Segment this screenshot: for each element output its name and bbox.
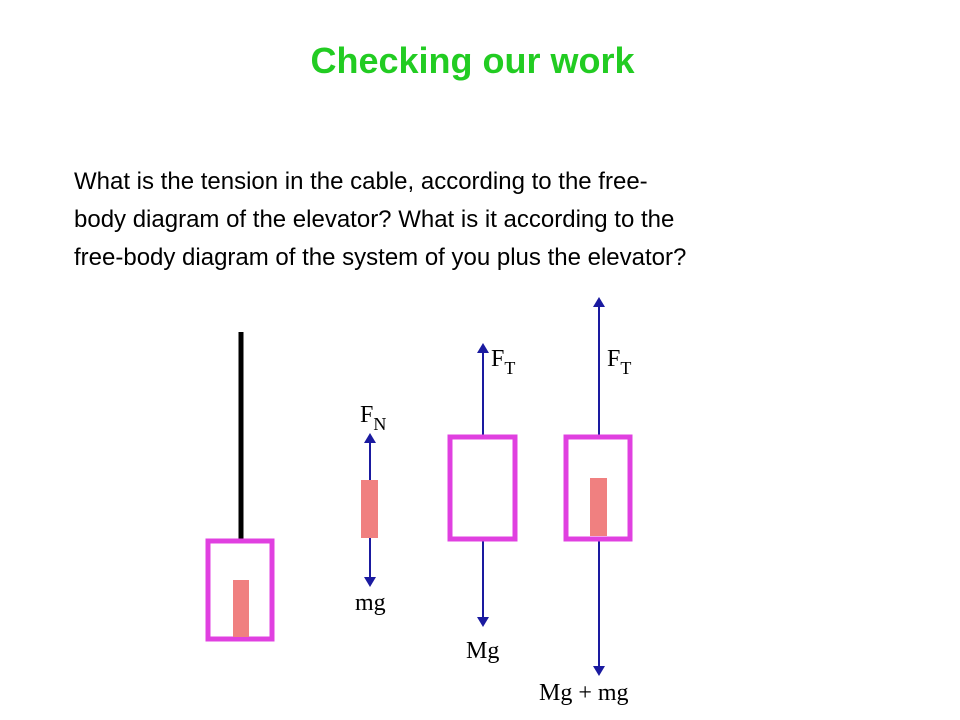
elevator-box — [205, 538, 275, 642]
system-fbd: FT Mg + mg — [539, 297, 633, 706]
question-line-2: body diagram of the elevator? What is it… — [74, 206, 675, 233]
elevator-block — [447, 434, 518, 542]
question-line-3: free-body diagram of the system of you p… — [74, 244, 687, 271]
system-weight-label: Mg + mg — [539, 680, 629, 706]
question-text: What is the tension in the cable, accord… — [74, 163, 904, 277]
system-person-block — [590, 478, 607, 536]
person-weight-label: mg — [355, 590, 386, 616]
system-tension-label: FT — [607, 346, 631, 378]
elevator-weight-label: Mg — [466, 638, 499, 664]
slide-title: Checking our work — [310, 40, 635, 81]
question-line-1: What is the tension in the cable, accord… — [74, 168, 648, 195]
person-in-elevator — [233, 580, 249, 637]
system-elevator-block — [563, 434, 633, 542]
person-fbd: FN mg — [355, 402, 386, 616]
elevator-fbd: FT Mg — [447, 343, 518, 664]
person-block — [361, 480, 378, 538]
elevator-scene — [205, 332, 275, 642]
normal-force-label: FN — [360, 402, 386, 434]
elevator-tension-label: FT — [491, 346, 515, 378]
